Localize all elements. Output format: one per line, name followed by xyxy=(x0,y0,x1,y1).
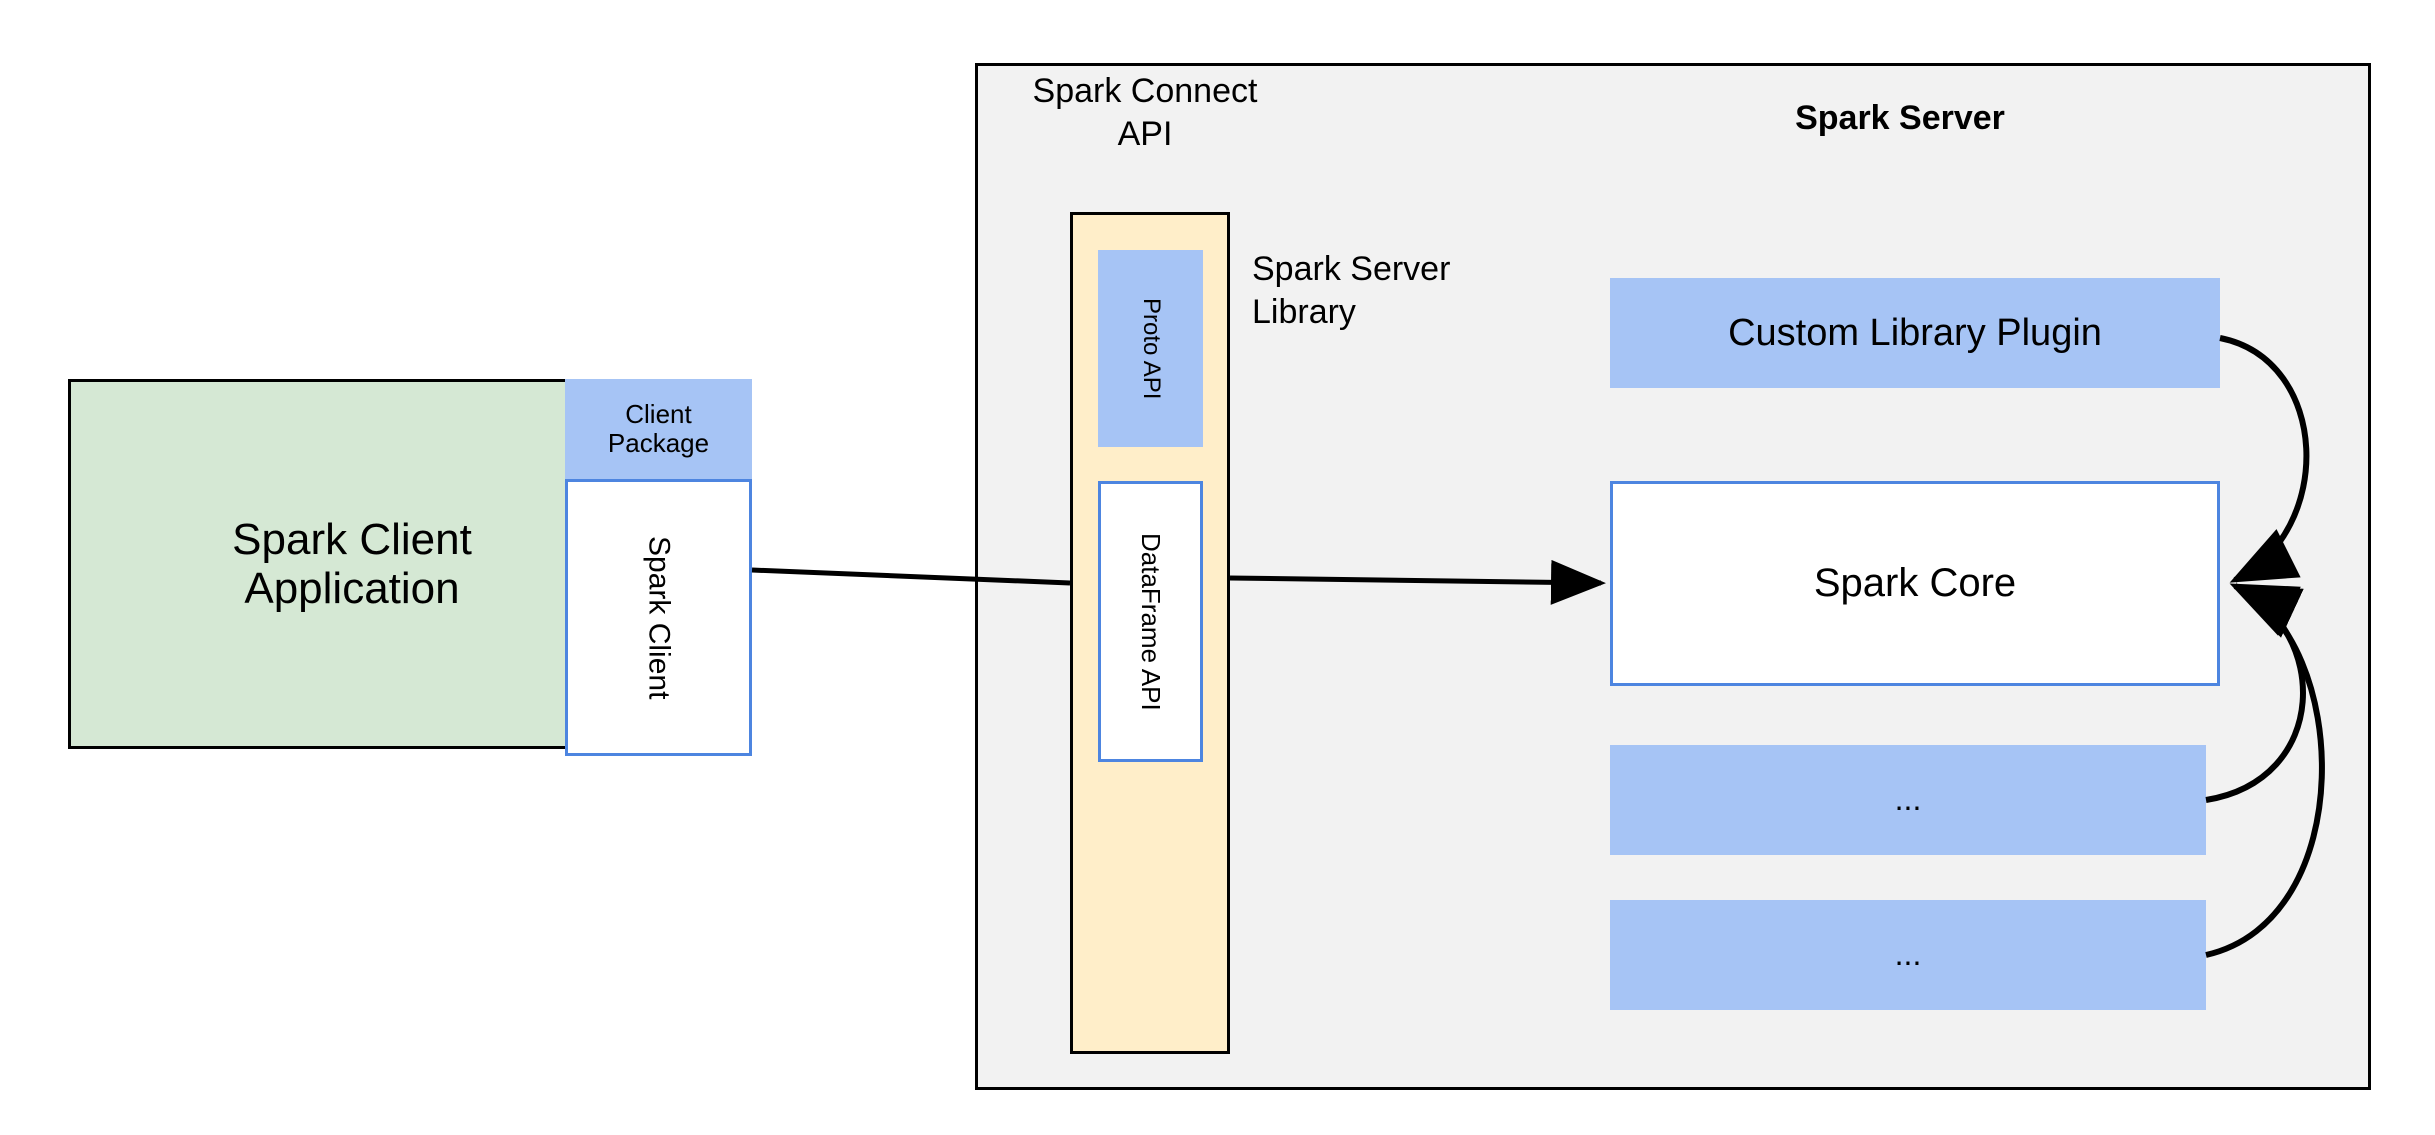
client-package-label: Client Package xyxy=(607,398,710,458)
ellipsis-box-1[interactable]: ... xyxy=(1610,745,2206,855)
custom-library-plugin-box[interactable]: Custom Library Plugin xyxy=(1610,278,2220,388)
spark-server-title: Spark Server xyxy=(1795,98,2005,137)
spark-server-library-title: Spark Server Library xyxy=(1252,250,1451,331)
ellipsis-box-2[interactable]: ... xyxy=(1610,900,2206,1010)
spark-client-application-label: Spark Client Application xyxy=(232,514,472,613)
dataframe-api-label: DataFrame API xyxy=(1136,532,1167,711)
spark-client-label: Spark Client xyxy=(642,535,676,700)
spark-client-box[interactable]: Spark Client xyxy=(565,479,752,756)
proto-api-box[interactable]: Proto API xyxy=(1098,250,1203,447)
spark-connect-api-title: Spark Connect API xyxy=(1032,72,1258,153)
spark-core-box[interactable]: Spark Core xyxy=(1610,481,2220,686)
dataframe-api-box[interactable]: DataFrame API xyxy=(1098,481,1203,762)
proto-api-label: Proto API xyxy=(1137,297,1165,400)
client-package-box[interactable]: Client Package xyxy=(565,379,752,479)
spark-client-application-box[interactable]: Spark Client Application xyxy=(68,379,636,749)
